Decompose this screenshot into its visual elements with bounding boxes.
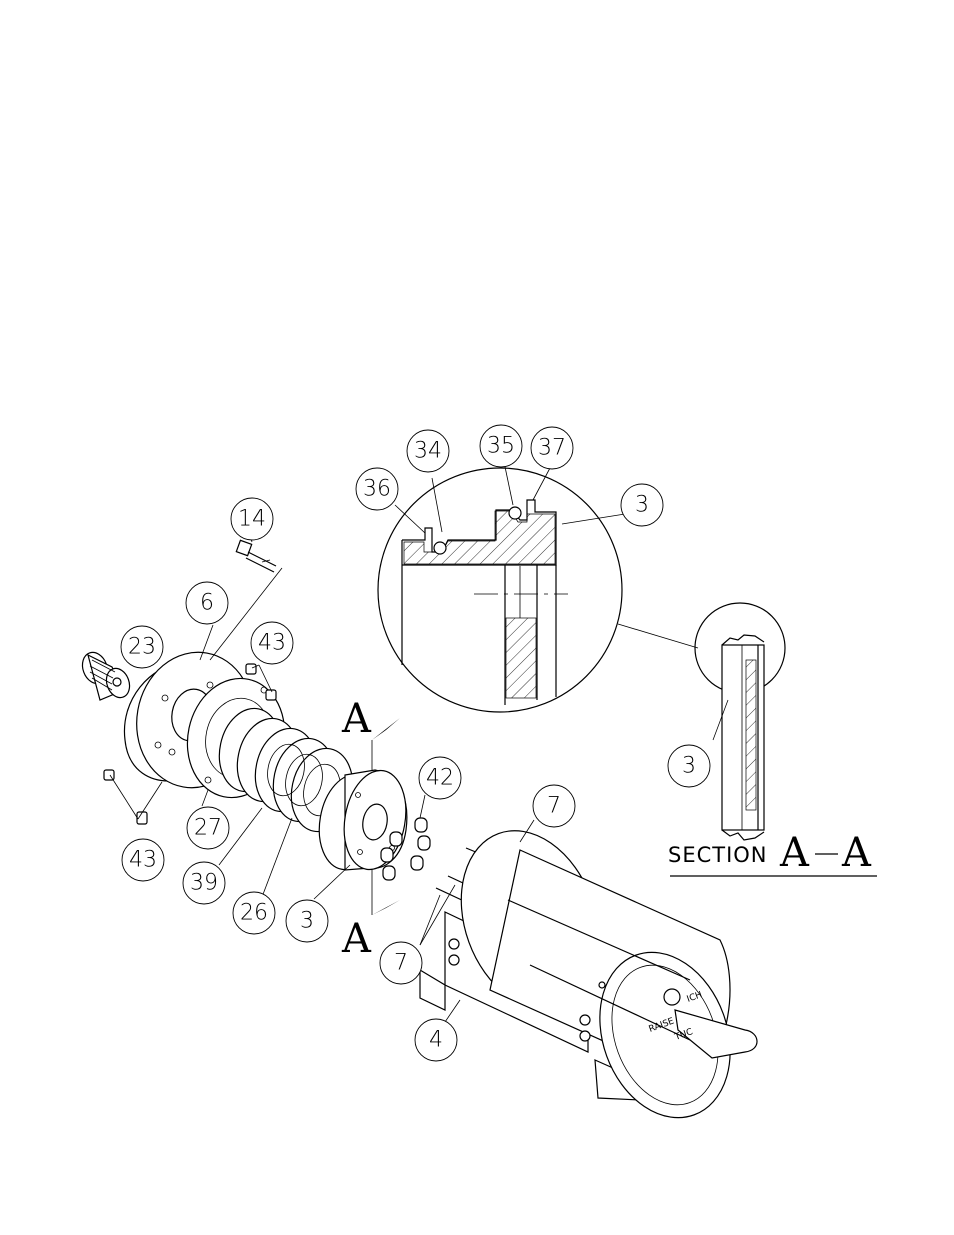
cut-line: A A — [341, 696, 400, 962]
callout-43-bottom: 43 — [121, 838, 165, 882]
callout-4: 4 — [414, 1018, 458, 1062]
detail-profile — [401, 499, 568, 705]
svg-text:3: 3 — [682, 754, 696, 779]
callout-42: 42 — [418, 756, 462, 800]
callout-36: 36 — [355, 467, 399, 511]
callout-23: 23 — [120, 625, 164, 669]
callout-35: 35 — [479, 424, 523, 468]
svg-text:43: 43 — [129, 848, 157, 873]
brake-hub-3 — [318, 769, 408, 871]
svg-text:23: 23 — [128, 635, 156, 660]
winch-body-4: RAISE ICH TUC — [419, 830, 758, 1119]
svg-text:7: 7 — [394, 951, 408, 976]
callout-39: 39 — [182, 861, 226, 905]
svg-text:43: 43 — [258, 631, 286, 656]
svg-text:36: 36 — [363, 477, 391, 502]
callout-7-bottom: 7 — [379, 941, 423, 985]
callout-14: 14 — [230, 497, 274, 541]
svg-text:42: 42 — [426, 766, 454, 791]
svg-text:37: 37 — [538, 436, 566, 461]
section-ring — [721, 644, 765, 831]
callout-7-top: 7 — [532, 784, 576, 828]
callout-37: 37 — [530, 426, 574, 470]
bolt-14 — [235, 539, 277, 573]
callout-3-plate: 3 — [285, 899, 329, 943]
pinion-23 — [81, 651, 131, 701]
callout-26: 26 — [232, 891, 276, 935]
svg-text:3: 3 — [635, 493, 649, 518]
cut-mark-top: A — [341, 696, 372, 742]
svg-text:6: 6 — [200, 591, 214, 616]
svg-text:4: 4 — [429, 1028, 443, 1053]
svg-text:34: 34 — [414, 439, 442, 464]
svg-text:35: 35 — [487, 434, 515, 459]
svg-text:27: 27 — [194, 816, 222, 841]
leader-lines — [109, 461, 729, 1023]
section-view: SECTION A A — [668, 602, 877, 877]
svg-text:39: 39 — [190, 871, 218, 896]
callout-43-top: 43 — [250, 621, 294, 665]
section-letter-left: A — [779, 830, 810, 876]
section-word: SECTION — [668, 843, 768, 867]
callout-34: 34 — [406, 429, 450, 473]
svg-text:7: 7 — [547, 794, 561, 819]
detail-circle — [377, 467, 623, 713]
cut-mark-bottom: A — [341, 916, 372, 962]
rollers-42 — [380, 817, 431, 881]
svg-text:3: 3 — [300, 909, 314, 934]
detail-ball — [508, 506, 522, 520]
svg-text:26: 26 — [240, 901, 268, 926]
callout-3-detail: 3 — [620, 483, 664, 527]
svg-text:14: 14 — [238, 507, 266, 532]
callout-6: 6 — [185, 581, 229, 625]
callout-3-section: 3 — [667, 744, 711, 788]
section-letter-right: A — [841, 830, 872, 876]
callout-27: 27 — [186, 806, 230, 850]
detail-view — [377, 467, 699, 713]
